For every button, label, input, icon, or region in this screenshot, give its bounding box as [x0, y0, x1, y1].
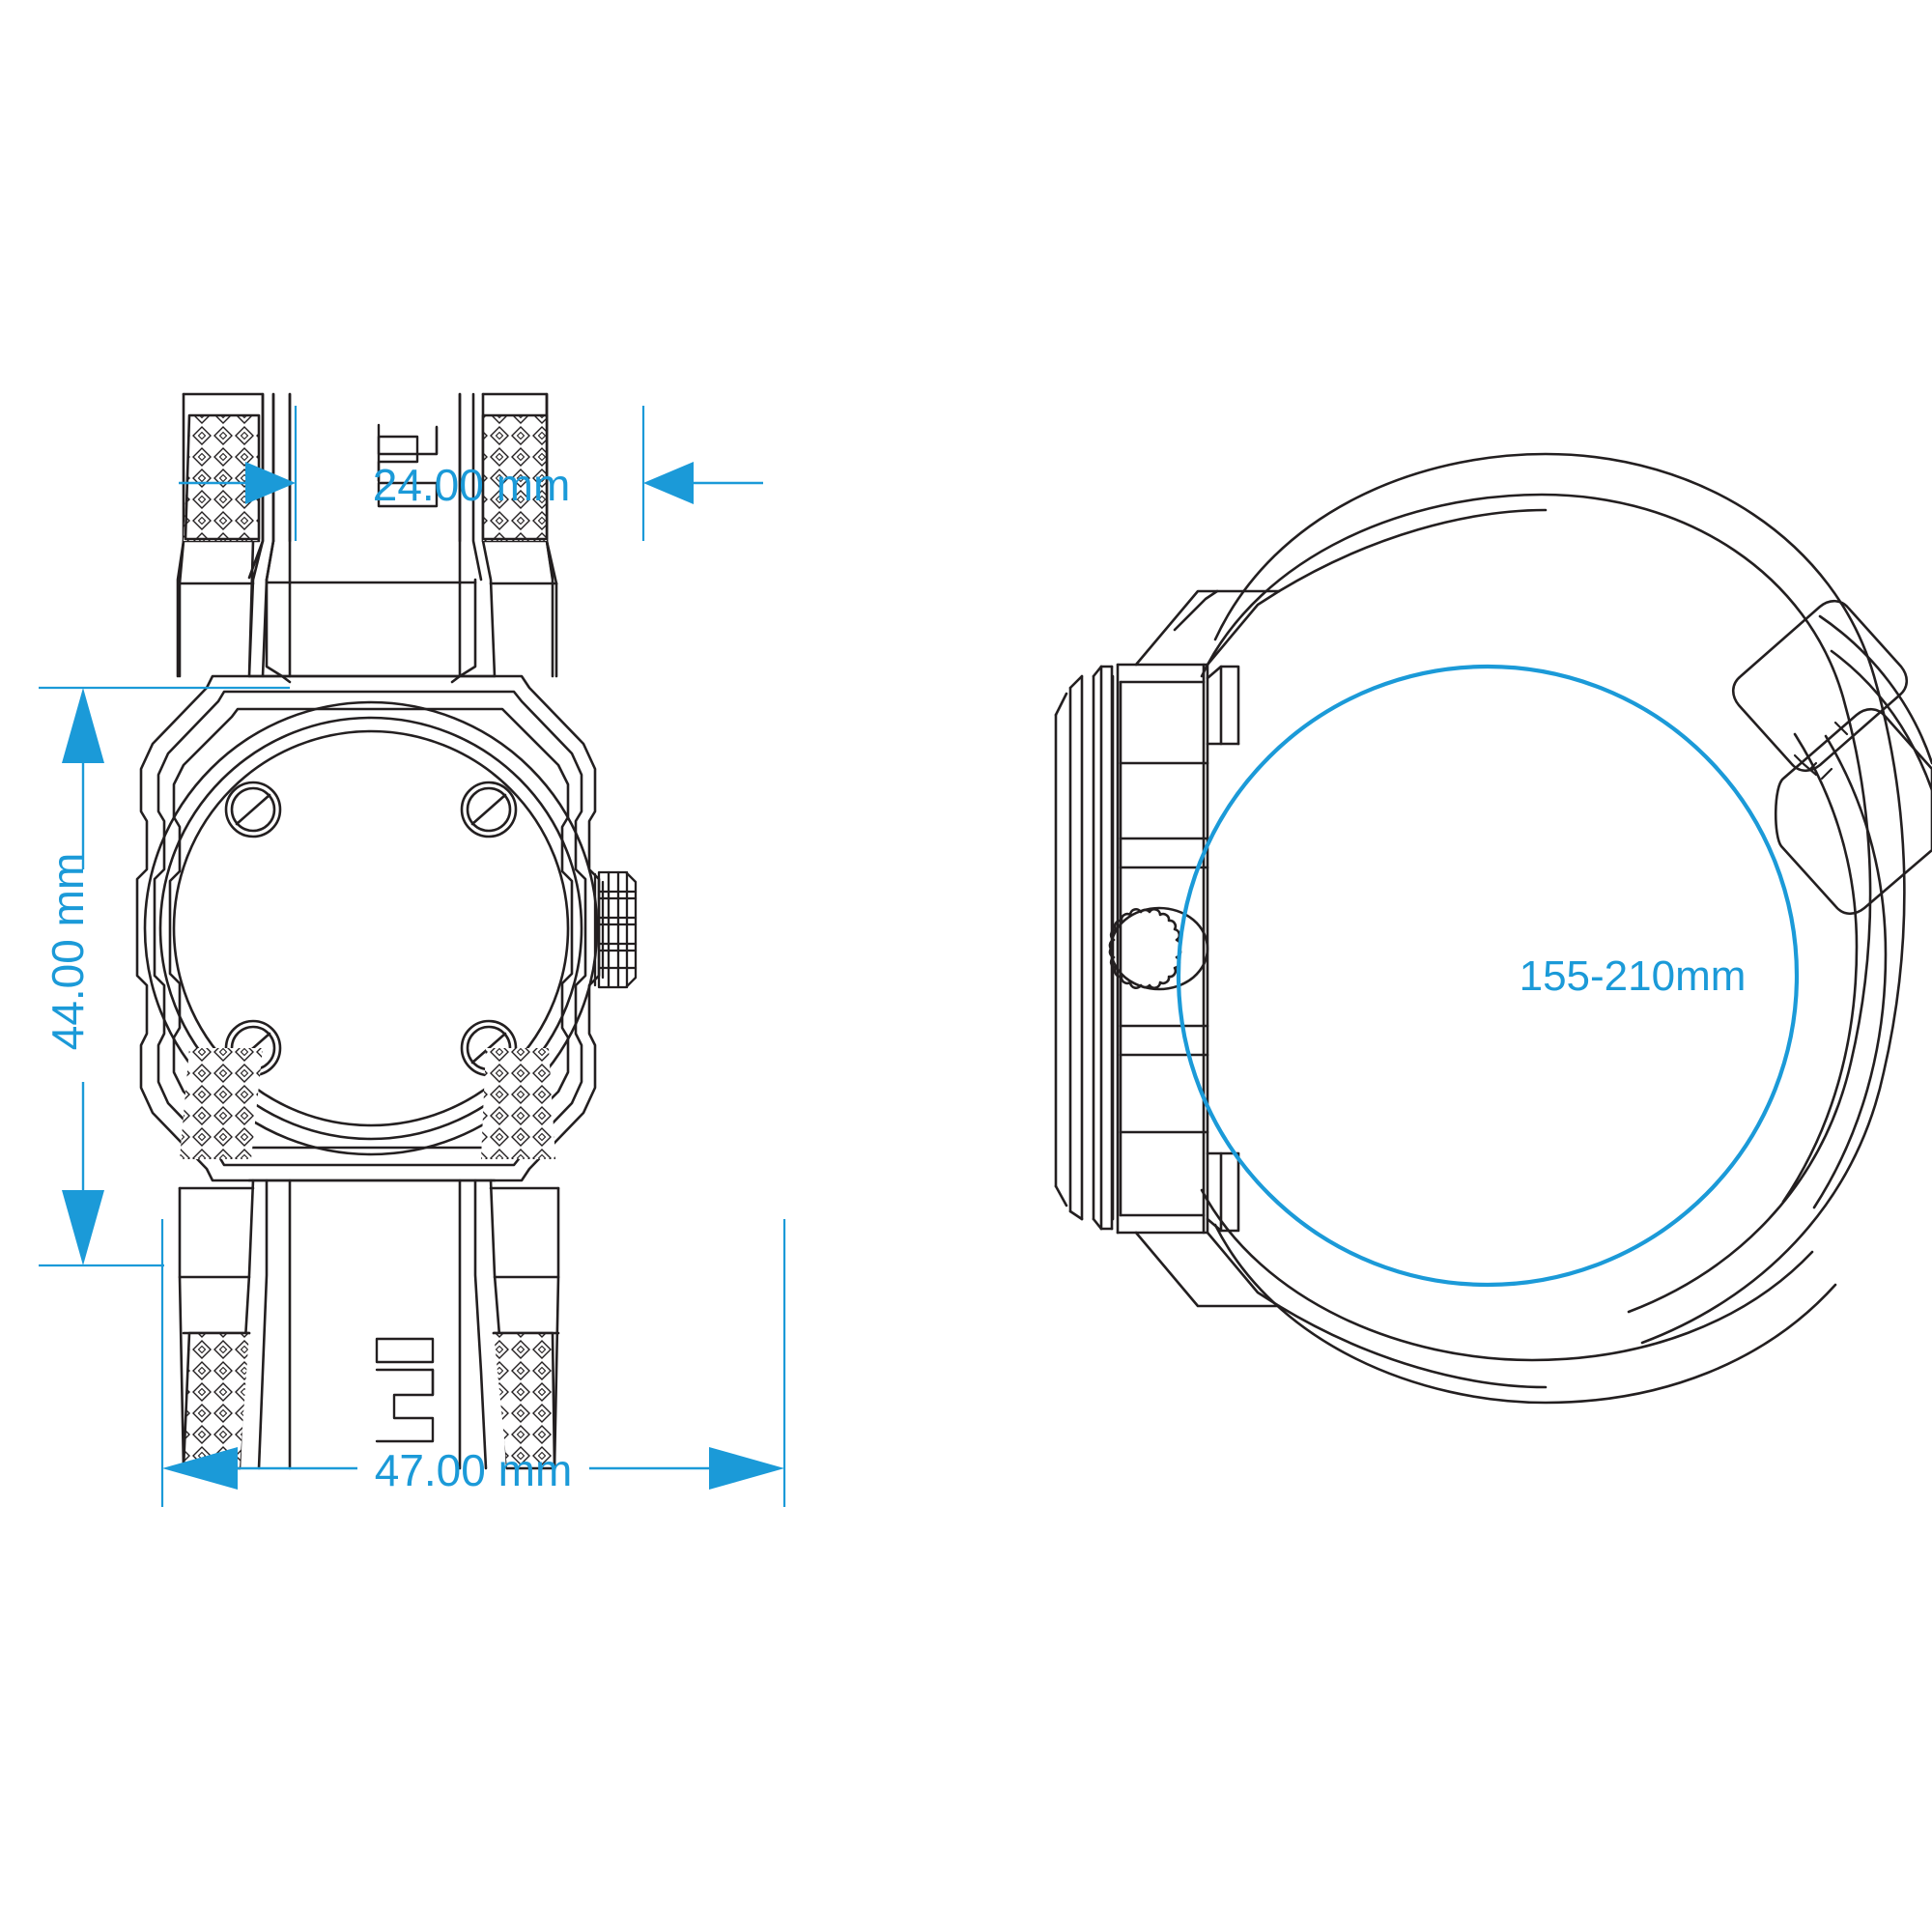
- strap-texture-bottom-left-lower: [182, 1331, 251, 1470]
- case-screw-top-right: [460, 781, 518, 838]
- front-view: [135, 392, 638, 1470]
- side-crown: [1108, 906, 1209, 991]
- case-back-inner-ring: [172, 729, 570, 1127]
- crown: [593, 870, 638, 989]
- strap-logo-bottom: [375, 1337, 435, 1443]
- strap-texture-bottom-right: [481, 1048, 555, 1159]
- dimension-label-wrist-range: 155-210mm: [1520, 952, 1747, 1000]
- side-strap-band: [1200, 452, 1906, 1405]
- dimension-case-height: [39, 686, 290, 1267]
- strap-texture-top-right: [481, 413, 549, 541]
- case-back-outer-ring: [143, 700, 599, 1156]
- side-case: [1054, 589, 1281, 1308]
- wrist-size-circle: [1176, 664, 1800, 1288]
- case-screw-top-left: [224, 781, 282, 838]
- side-view: [1054, 452, 1932, 1405]
- dimension-label-lug-width: 24.00 mm: [373, 460, 571, 510]
- strap-texture-bottom-left: [180, 1048, 263, 1159]
- dimension-label-case-width: 47.00 mm: [375, 1445, 573, 1495]
- side-buckle-upper: [1731, 599, 1909, 773]
- side-strap-tail: [1781, 614, 1932, 1209]
- dimension-case-width: [160, 1219, 786, 1507]
- strap-logo-top: [377, 423, 439, 508]
- side-buckle-lower: [1774, 707, 1932, 916]
- dimension-lug-width: [179, 406, 763, 541]
- side-strap-from-lugs: [1277, 508, 1548, 1389]
- case-back-mid-ring: [158, 716, 583, 1141]
- dimension-label-case-height: 44.00 mm: [43, 853, 93, 1051]
- side-buckle-pin: [1793, 721, 1849, 781]
